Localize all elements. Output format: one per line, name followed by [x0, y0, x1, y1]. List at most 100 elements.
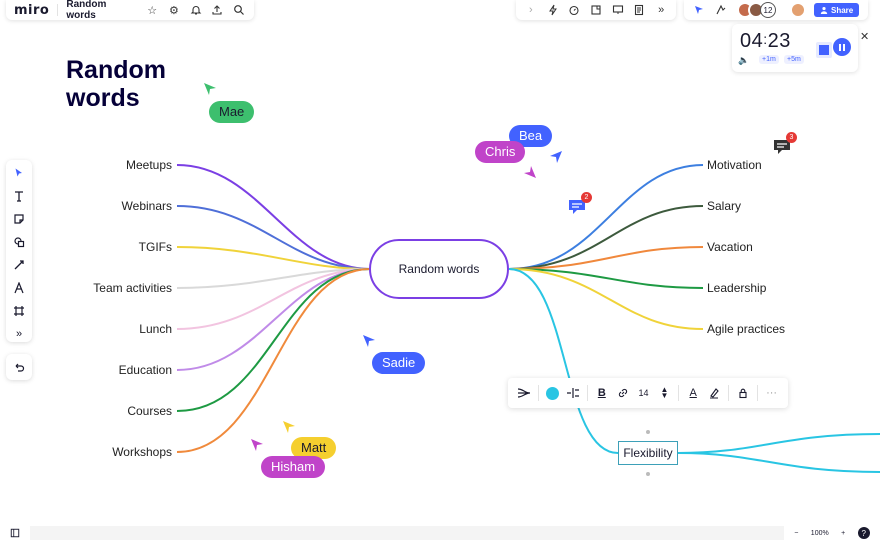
bold-icon[interactable]: B [597, 387, 606, 399]
share-button[interactable]: Share [814, 3, 860, 17]
reactions-icon[interactable] [714, 3, 728, 17]
help-button[interactable]: ? [857, 527, 870, 539]
timer-minutes: 04 [740, 30, 764, 52]
lightning-icon[interactable] [546, 3, 560, 17]
text-color-icon[interactable]: A [689, 387, 697, 399]
collaborator-avatars[interactable]: 12 [737, 2, 776, 18]
sticky-note-icon[interactable] [10, 210, 28, 227]
cursor-pointer-icon [524, 166, 536, 178]
select-cursor-icon[interactable] [10, 164, 28, 181]
cursor-pointer-icon [204, 83, 216, 95]
panel-toggle-icon[interactable] [0, 526, 30, 540]
zoom-in-button[interactable]: + [841, 529, 846, 537]
cursor-label-sadie: Sadie [372, 352, 426, 374]
comment-icon[interactable] [568, 199, 586, 215]
comment-count-badge: 2 [581, 192, 592, 203]
divider [678, 385, 680, 401]
close-icon[interactable]: ✕ [860, 31, 870, 43]
mindmap-node-leadership[interactable]: Leadership [707, 281, 767, 295]
branch-line [508, 268, 704, 330]
timer-add-5m-button[interactable]: +5m [784, 55, 804, 64]
pen-icon[interactable] [10, 279, 28, 296]
mindmap-node-workshops[interactable]: Workshops [112, 445, 172, 459]
branch-line [176, 268, 371, 289]
undo-button[interactable] [6, 354, 32, 380]
bottom-bar [0, 526, 880, 540]
cursor-label-hisham: Hisham [261, 456, 326, 478]
timer-stop-button[interactable] [816, 42, 832, 58]
timer-icon[interactable] [567, 3, 581, 17]
cursor-pointer-icon [550, 151, 562, 163]
comment-count-badge: 3 [786, 132, 797, 143]
branch-line [508, 164, 704, 270]
frame-icon[interactable] [10, 302, 28, 319]
timer-widget: 04:23 🔈 +1m +5m [732, 24, 858, 72]
zoom-level[interactable]: 100% [810, 529, 829, 537]
branch-style-icon[interactable] [517, 385, 531, 401]
mindmap-node-webinars[interactable]: Webinars [121, 199, 172, 213]
branch-line [508, 205, 704, 270]
board-title-text[interactable]: Random words [66, 56, 206, 112]
user-icon [820, 6, 828, 14]
timer-colon: : [763, 31, 768, 47]
cursor-pointer-icon [283, 421, 295, 433]
connection-line-icon[interactable] [10, 256, 28, 273]
more-options-icon[interactable]: ··· [766, 387, 778, 399]
mindmap-node-meetups[interactable]: Meetups [125, 158, 172, 172]
mindmap-node-team-activities[interactable]: Team activities [93, 281, 172, 295]
selection-handle[interactable] [646, 430, 650, 434]
font-size-value[interactable]: 14 [638, 388, 649, 398]
root-node-label: Random words [398, 262, 480, 276]
layout-icon[interactable] [566, 385, 580, 401]
search-icon[interactable] [232, 3, 246, 17]
cursor-label-chris: Chris [475, 141, 526, 163]
cursor-pointer-icon [251, 439, 263, 451]
settings-icon[interactable]: ⚙ [168, 4, 179, 17]
sticky-stack-icon[interactable] [589, 3, 603, 17]
miro-logo[interactable]: miro [14, 2, 50, 18]
timer-pause-button[interactable] [833, 38, 851, 56]
mindmap-node-agile-practices[interactable]: Agile practices [707, 322, 786, 336]
mindmap-node-vacation[interactable]: Vacation [707, 240, 753, 254]
comment-icon[interactable] [773, 139, 791, 155]
notes-icon[interactable] [633, 3, 647, 17]
avatar-overflow-count[interactable]: 12 [760, 2, 776, 18]
more-tools-icon[interactable]: » [15, 327, 23, 340]
divider [727, 385, 729, 401]
selection-handle[interactable] [646, 472, 650, 476]
current-user-avatar[interactable] [790, 2, 806, 18]
star-icon[interactable]: ☆ [147, 4, 158, 17]
branch-line [176, 268, 371, 453]
mindmap-node-salary[interactable]: Salary [707, 199, 742, 213]
mindmap-root-node[interactable]: Random words [369, 239, 509, 299]
mindmap-node-lunch[interactable]: Lunch [139, 322, 172, 336]
notifications-bell-icon[interactable] [189, 3, 203, 17]
cursor-label-bea: Bea [509, 125, 553, 147]
timer-seconds: 23 [767, 30, 791, 52]
chevron-right-icon[interactable]: › [529, 4, 533, 16]
font-size-stepper-icon[interactable]: ▲▼ [660, 385, 669, 400]
lock-icon[interactable] [736, 385, 750, 401]
mindmap-node-tgifs[interactable]: TGIFs [138, 240, 172, 254]
text-tool-icon[interactable] [10, 187, 28, 204]
chevron-down-double-icon[interactable]: » [658, 4, 665, 16]
mindmap-node-flexibility-selected[interactable]: Flexibility [618, 441, 678, 465]
mindmap-node-courses[interactable]: Courses [127, 404, 172, 418]
mindmap-node-motivation[interactable]: Motivation [707, 158, 762, 172]
zoom-out-button[interactable]: − [794, 529, 799, 537]
mindmap-node-education[interactable]: Education [118, 363, 172, 377]
color-picker-swatch[interactable] [546, 386, 560, 400]
link-icon[interactable] [616, 385, 630, 401]
board-header: miro Random words ☆ ⚙ [6, 0, 254, 21]
divider [538, 385, 540, 401]
highlight-pen-icon[interactable] [707, 385, 721, 401]
volume-icon[interactable]: 🔈 [738, 55, 750, 65]
divider [756, 385, 758, 401]
upload-icon[interactable] [211, 3, 225, 17]
shapes-icon[interactable] [10, 233, 28, 250]
presentation-icon[interactable] [611, 3, 625, 17]
board-name[interactable]: Random words [66, 0, 107, 21]
cursor-follow-icon[interactable] [692, 3, 706, 17]
timer-add-1m-button[interactable]: +1m [759, 55, 779, 64]
